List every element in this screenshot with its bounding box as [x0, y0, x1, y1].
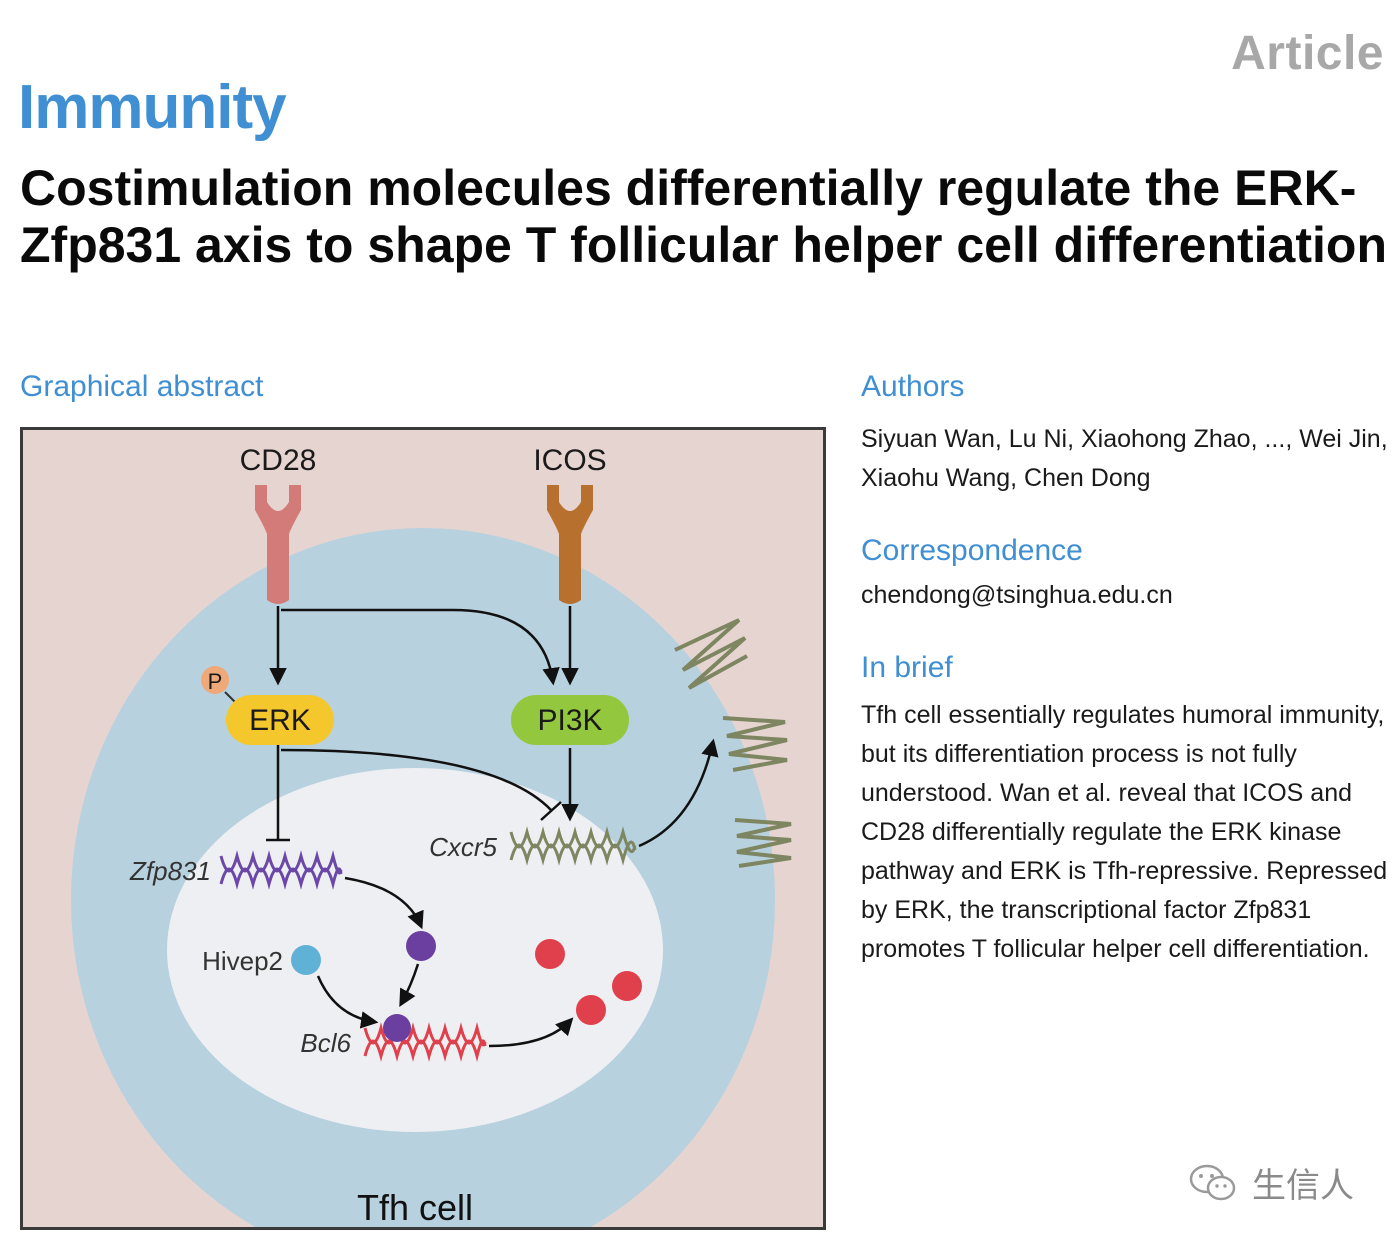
cxcr5-gene-icon [509, 826, 637, 866]
authors-list[interactable]: Siyuan Wan, Lu Ni, Xiaohong Zhao, ..., W… [861, 425, 1388, 492]
cell-label: Tfh cell [357, 1187, 473, 1227]
cxcr5-export-arrow [638, 738, 719, 848]
correspondence-email[interactable]: chendong@tsinghua.edu.cn [861, 581, 1173, 609]
erk-inhibit-cxcr5-bar [540, 801, 562, 821]
erk-kinase [226, 695, 334, 745]
pi3k-kinase [511, 695, 629, 745]
hivep2-label: Hivep2 [202, 946, 283, 976]
cxcr5-surface-protein [674, 618, 748, 690]
bcl6-protein [535, 939, 565, 969]
phospho-marker [201, 666, 229, 694]
icos-label: ICOS [533, 444, 606, 477]
bcl6-protein [612, 971, 642, 1001]
zfp831-bound-bcl6 [383, 1014, 411, 1042]
cxcr5-surface-protein [734, 818, 792, 868]
correspondence-heading: Correspondence [861, 534, 1083, 567]
hivep2-to-bcl6-arrow [316, 975, 379, 1029]
graphical-abstract-figure: CD28 ICOS P ERK PI [20, 427, 826, 1230]
in-brief-heading: In brief [861, 651, 953, 684]
cd28-label: CD28 [240, 444, 317, 477]
authors-heading: Authors [861, 370, 965, 403]
icos-receptor-icon [547, 485, 593, 604]
zfp831-protein [406, 931, 436, 961]
bcl6-protein [576, 995, 606, 1025]
watermark: 生信人 [1188, 1158, 1354, 1207]
bcl6-gene-label: Bcl6 [300, 1028, 351, 1058]
bcl6-gene-icon [363, 1022, 487, 1062]
hivep2-protein [291, 945, 321, 975]
cd28-receptor-icon [255, 485, 301, 604]
in-brief-text: Tfh cell essentially regulates humoral i… [861, 701, 1388, 963]
zfp831-to-protein-arrow [344, 876, 424, 930]
pi3k-label: PI3K [537, 704, 602, 737]
journal-name[interactable]: Immunity [18, 73, 287, 142]
zfp831-gene-label: Zfp831 [129, 856, 211, 886]
cxcr5-surface-protein [722, 716, 788, 772]
article-title: Costimulation molecules differentially r… [20, 160, 1387, 273]
graphical-abstract-svg: CD28 ICOS P ERK PI [23, 430, 823, 1227]
zfp831-gene-icon [219, 850, 343, 890]
graphical-abstract-heading: Graphical abstract [20, 370, 264, 403]
article-type-label: Article [1231, 27, 1384, 80]
wechat-icon [1189, 1164, 1236, 1200]
cxcr5-gene-label: Cxcr5 [429, 832, 497, 862]
cd28-to-pi3k-arrow [281, 608, 560, 686]
bcl6-to-protein-arrow [488, 1017, 574, 1048]
zfp831-protein-to-bcl6-arrow [399, 963, 420, 1008]
erk-inhibit-cxcr5-line [280, 748, 552, 811]
phospho-label: P [208, 669, 223, 694]
watermark-text: 生信人 [1252, 1167, 1354, 1205]
erk-label: ERK [249, 704, 311, 737]
